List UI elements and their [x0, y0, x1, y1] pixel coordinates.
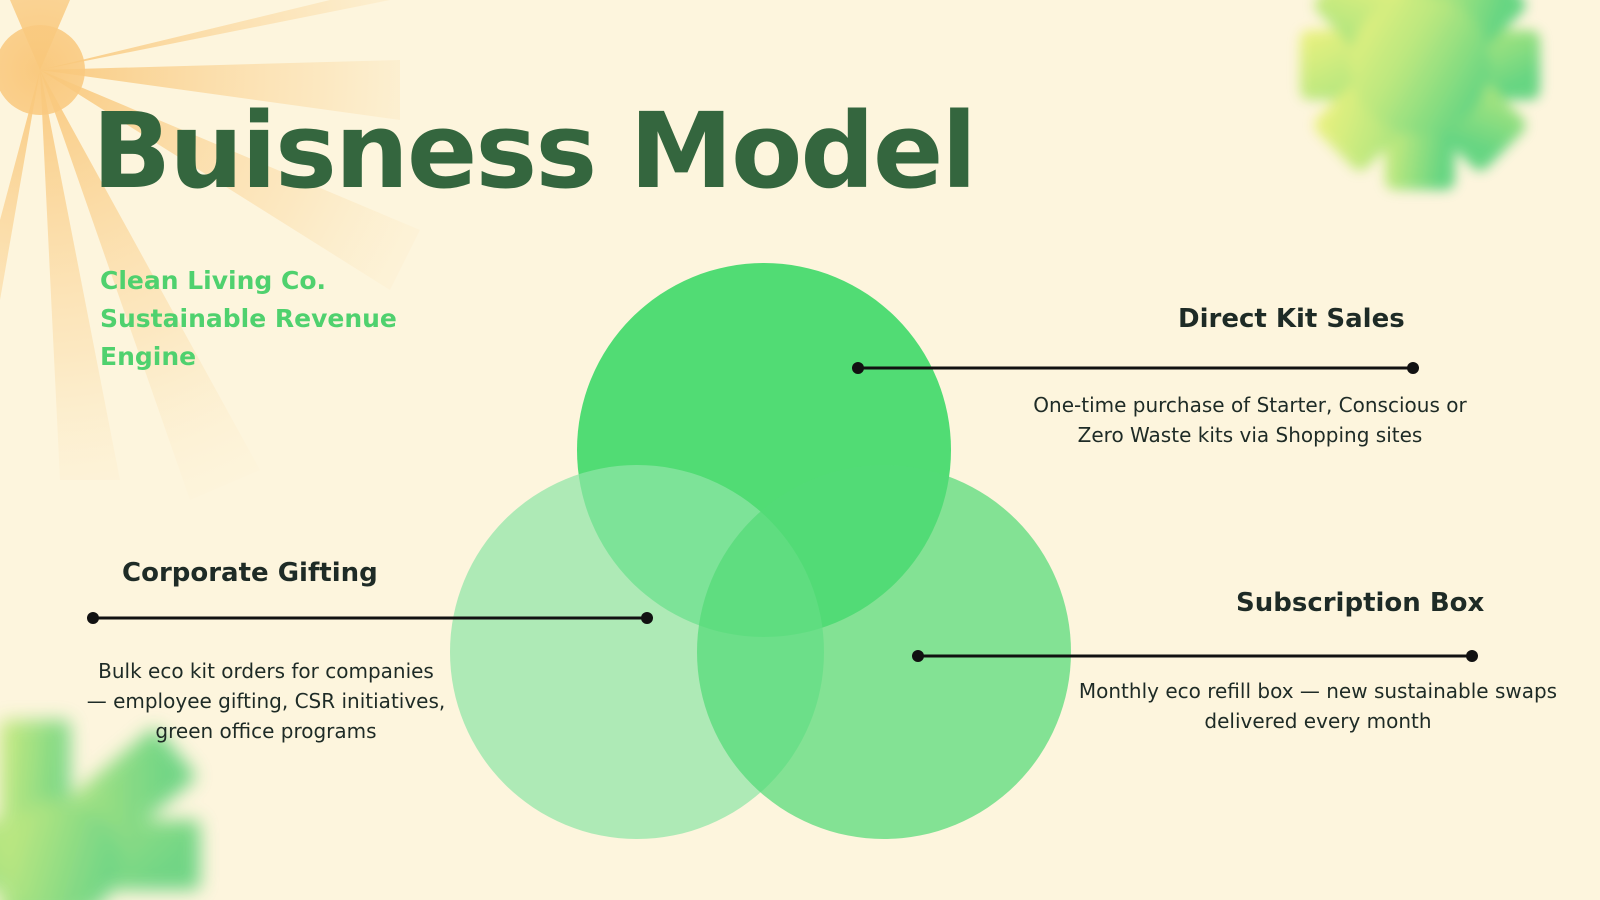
segment-description-corporate-gifting: Bulk eco kit orders for companies — empl… [86, 659, 446, 743]
sun-rays-decoration [0, 0, 420, 500]
segment-label-direct-kit-sales: Direct Kit Sales [1178, 304, 1405, 334]
segment-label-corporate-gifting: Corporate Gifting [122, 558, 378, 588]
page-title: Buisness Model [92, 90, 977, 212]
connector-subscription-box [912, 650, 1478, 662]
connector-direct-kit-sales [852, 362, 1419, 374]
connector-corporate-gifting [87, 612, 653, 624]
flower-decoration-bottom-left [0, 720, 200, 900]
segment-description-subscription-box: Monthly eco refill box — new sustainable… [1078, 679, 1558, 733]
page-subtitle: Clean Living Co. Sustainable Revenue Eng… [100, 266, 397, 371]
segment-label-subscription-box: Subscription Box [1236, 588, 1485, 618]
flower-decoration-top-right [1300, 0, 1540, 190]
segment-description-direct-kit-sales: One-time purchase of Starter, Conscious … [1033, 393, 1467, 447]
venn-circle-subscription-box [697, 465, 1071, 839]
